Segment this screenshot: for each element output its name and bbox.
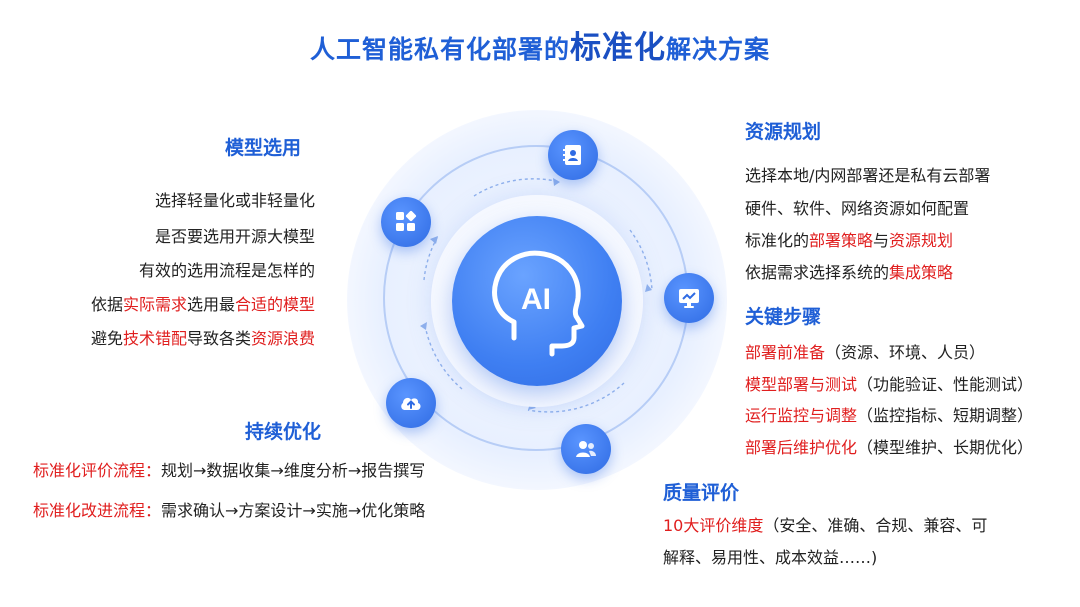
node-users [561, 424, 611, 474]
ai-label: AI [521, 283, 551, 316]
cloud-upload-icon [401, 397, 421, 410]
page-title: 人工智能私有化部署的标准化解决方案 [0, 22, 1080, 67]
key-step-item: 部署后维护优化（模型维护、长期优化） [745, 438, 1034, 457]
node-contact [548, 130, 598, 180]
resource-planning-heading: 资源规划 [745, 121, 822, 143]
key-steps-heading: 关键步骤 [745, 306, 822, 328]
title-prefix: 人工智能私有化部署的 [309, 35, 570, 64]
model-selection-line: 有效的选用流程是怎样的 [138, 261, 315, 280]
node-cloud [386, 378, 436, 428]
model-selection-line: 依据实际需求选用最合适的模型 [90, 295, 315, 314]
resource-planning-line: 标准化的部署策略与资源规划 [745, 231, 954, 250]
node-monitor [664, 273, 714, 323]
ai-head-icon: AI [492, 250, 585, 357]
model-selection-line: 选择轻量化或非轻量化 [154, 191, 315, 210]
key-step-item: 部署前准备（资源、环境、人员） [745, 343, 986, 362]
apps-icon [396, 210, 417, 231]
contact-card-icon [563, 145, 581, 165]
monitor-icon [679, 289, 699, 308]
resource-planning-line: 硬件、软件、网络资源如何配置 [745, 199, 970, 218]
continuous-heading: 持续优化 [245, 421, 322, 443]
continuous-item: 标准化改进流程：需求确认→方案设计→实施→优化策略 [33, 501, 426, 520]
model-selection-heading: 模型选用 [225, 137, 302, 159]
title-emphasis: 标准化 [570, 30, 666, 66]
key-step-item: 运行监控与调整（监控指标、短期调整） [745, 406, 1034, 425]
resource-planning-line: 选择本地/内网部署还是私有云部署 [745, 166, 991, 185]
key-step-item: 模型部署与测试（功能验证、性能测试） [745, 375, 1034, 394]
title-suffix: 解决方案 [666, 35, 771, 64]
quality-line: 10大评价维度（安全、准确、合规、兼容、可 [663, 516, 988, 535]
continuous-item: 标准化评价流程：规划→数据收集→维度分析→报告撰写 [33, 461, 426, 480]
node-apps [381, 197, 431, 247]
ai-core: AI [452, 216, 622, 386]
model-selection-line: 避免技术错配导致各类资源浪费 [90, 329, 315, 348]
resource-planning-line: 依据需求选择系统的集成策略 [745, 263, 954, 282]
users-icon [576, 441, 596, 457]
model-selection-line: 是否要选用开源大模型 [154, 227, 315, 246]
quality-line: 解释、易用性、成本效益……) [663, 548, 878, 567]
quality-heading: 质量评价 [663, 482, 740, 504]
